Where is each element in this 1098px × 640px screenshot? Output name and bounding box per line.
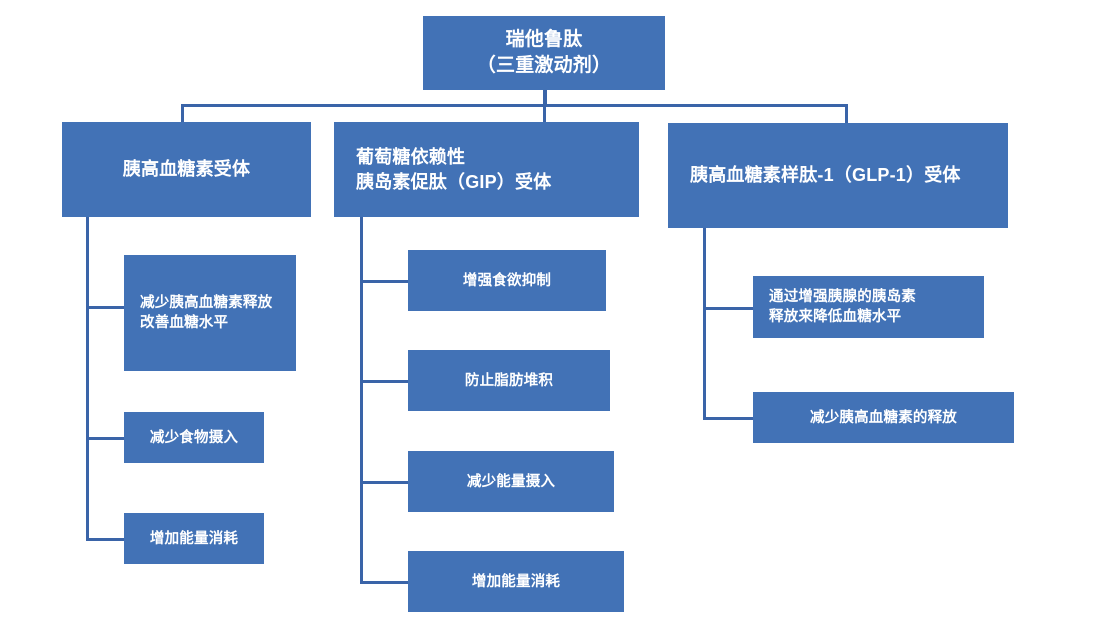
leaf-node-2-4[interactable]: 增加能量消耗 — [408, 551, 624, 612]
connector-root-stem — [543, 90, 547, 106]
connector-branch-2-child-1 — [360, 280, 408, 283]
connector-branch-2-child-2 — [360, 380, 408, 383]
connector-branch-3-child-2 — [703, 417, 753, 420]
connector-branch-1-child-2 — [86, 437, 125, 440]
leaf-node-1-2[interactable]: 减少食物摄入 — [124, 412, 264, 463]
connector-branch-3-spine — [703, 228, 706, 420]
connector-branch-2-spine — [360, 217, 363, 584]
leaf-node-2-3[interactable]: 减少能量摄入 — [408, 451, 614, 512]
leaf-node-2-2[interactable]: 防止脂肪堆积 — [408, 350, 610, 411]
connector-root-bus — [181, 104, 848, 107]
connector-branch-1-child-3 — [86, 538, 125, 541]
leaf-node-1-1[interactable]: 减少胰高血糖素释放 改善血糖水平 — [124, 255, 296, 371]
connector-branch-1-spine — [86, 217, 89, 541]
leaf-node-1-3[interactable]: 增加能量消耗 — [124, 513, 264, 564]
connector-branch-3-child-1 — [703, 307, 753, 310]
connector-branch-2-child-4 — [360, 581, 408, 584]
branch-node-gip-receptor[interactable]: 葡萄糖依赖性 胰岛素促肽（GIP）受体 — [334, 122, 639, 217]
connector-branch-1-child-1 — [86, 306, 125, 309]
connector-root-to-branch-3 — [845, 104, 848, 126]
connector-root-to-branch-2 — [543, 104, 546, 124]
leaf-node-2-1[interactable]: 增强食欲抑制 — [408, 250, 606, 311]
leaf-node-3-2[interactable]: 减少胰高血糖素的释放 — [753, 392, 1014, 443]
connector-root-to-branch-1 — [181, 104, 184, 124]
branch-node-glucagon-receptor[interactable]: 胰高血糖素受体 — [62, 122, 311, 217]
branch-node-glp1-receptor[interactable]: 胰高血糖素样肽-1（GLP-1）受体 — [668, 123, 1008, 228]
root-node[interactable]: 瑞他鲁肽 （三重激动剂） — [423, 16, 665, 90]
connector-branch-2-child-3 — [360, 481, 408, 484]
leaf-node-3-1[interactable]: 通过增强胰腺的胰岛素 释放来降低血糖水平 — [753, 276, 984, 338]
